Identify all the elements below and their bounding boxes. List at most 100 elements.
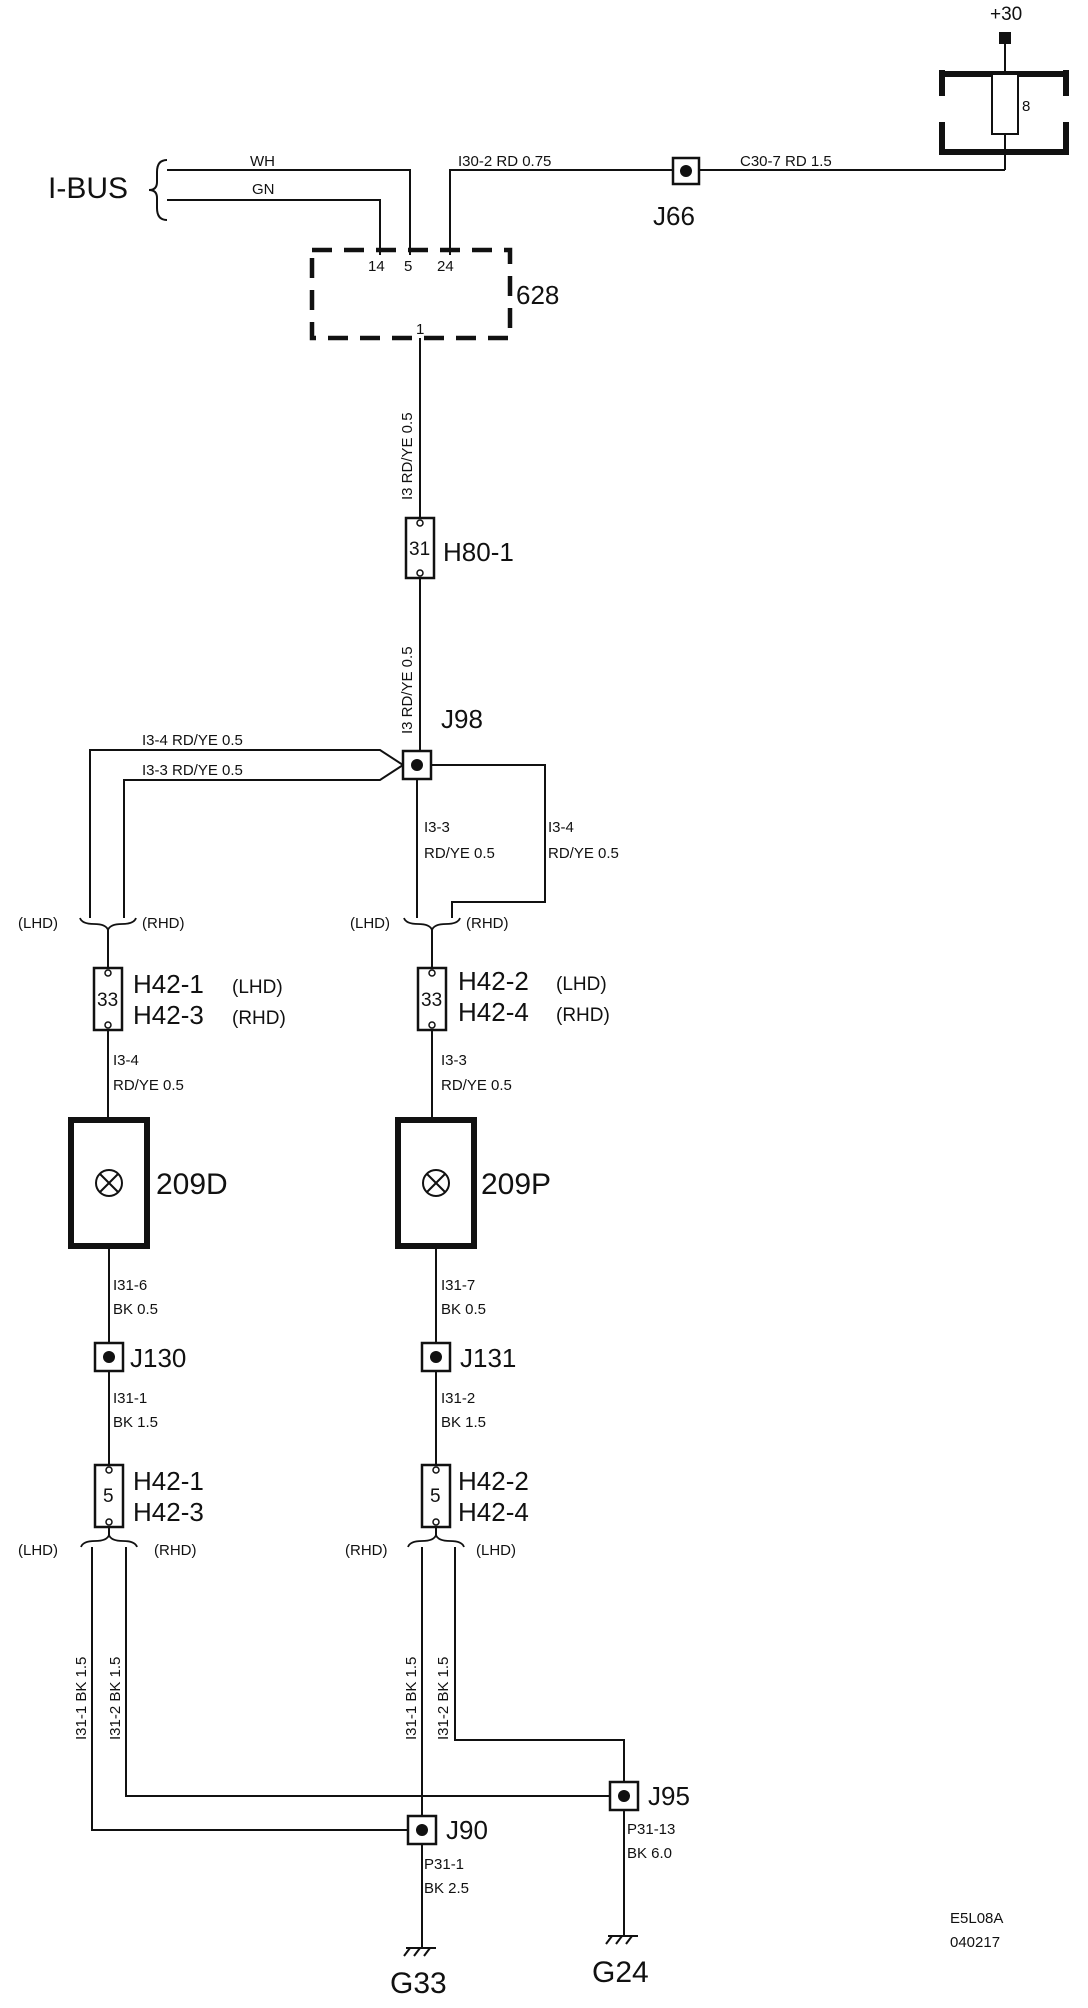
wire-c30-label: C30-7 RD 1.5 (740, 153, 832, 170)
i-bus-label: I-BUS (48, 172, 128, 205)
plus30-terminal-icon (999, 32, 1011, 44)
h42-3-tag: (RHD) (232, 1008, 286, 1029)
document-code: E5L08A (950, 1910, 1003, 1927)
fuse-number: 8 (1022, 98, 1030, 115)
h80-1-label: H80-1 (443, 537, 514, 567)
wire-i31-1-gnd-left: I31-1 BK 1.5 (73, 1657, 90, 1740)
h42-right-lower-pin: 5 (430, 1486, 441, 1507)
wire-i31-2-l2: BK 1.5 (441, 1414, 486, 1431)
module-pin-5: 5 (404, 258, 412, 275)
h42-4-tag: (RHD) (556, 1005, 610, 1026)
wire-i31-7-l1: I31-7 (441, 1277, 475, 1294)
wire-i31-6-l2: BK 0.5 (113, 1301, 158, 1318)
wire-i31-2-gnd-left: I31-2 BK 1.5 (107, 1657, 124, 1740)
wire-i3-upper-label: I3 RD/YE 0.5 (399, 412, 416, 500)
wire-i3-4-right-l1: I3-4 (548, 819, 574, 836)
wire-wh-label: WH (250, 153, 275, 170)
wire-p31-1-l2: BK 2.5 (424, 1880, 469, 1897)
left-lhd-tag: (LHD) (18, 915, 58, 932)
wire-i3-3-left: I3-3 RD/YE 0.5 (142, 762, 243, 779)
j130-label: J130 (130, 1343, 186, 1373)
lamp-bulb-icon (95, 1169, 123, 1197)
power-supply: +30 8 (939, 4, 1069, 170)
h42-2-label: H42-2 (458, 966, 529, 996)
wire-i30-label: I30-2 RD 0.75 (458, 153, 551, 170)
module-pin-1: 1 (416, 321, 424, 338)
h42-left-lower-pin: 5 (103, 1486, 114, 1507)
j95-label: J95 (648, 1781, 690, 1811)
wire-i3-4-left: I3-4 RD/YE 0.5 (142, 732, 243, 749)
wire-i31-1-l1: I31-1 (113, 1390, 147, 1407)
j66-label: J66 (653, 201, 695, 231)
right-lamp-column: 33 H42-2 (LHD) H42-4 (RHD) I3-3 RD/YE 0.… (345, 966, 610, 1559)
left-branch: I3-4 RD/YE 0.5 I3-3 RD/YE 0.5 (LHD) (RHD… (18, 732, 404, 968)
h42-2-connector-icon (416, 966, 448, 1032)
module-628-label: 628 (516, 280, 559, 310)
h42-right-pin: 33 (421, 990, 442, 1011)
wire-i3-3-lamp-l2: RD/YE 0.5 (441, 1077, 512, 1094)
ground-wiring: I31-1 BK 1.5 I31-2 BK 1.5 I31-1 BK 1.5 I… (73, 1547, 690, 2000)
fuse-8-icon (991, 73, 1019, 135)
wire-i3-3-lamp-l1: I3-3 (441, 1052, 467, 1069)
ground-g33-label: G33 (390, 1967, 447, 2000)
right-branch: I3-3 RD/YE 0.5 I3-4 RD/YE 0.5 (LHD) (RHD… (350, 764, 619, 968)
right-rhd-tag: (RHD) (466, 915, 509, 932)
module-pin-14: 14 (368, 258, 385, 275)
left-lower-rhd-tag: (RHD) (154, 1542, 197, 1559)
module-pin-24: 24 (437, 258, 454, 275)
j131-label: J131 (460, 1343, 516, 1373)
lamp-209p-label: 209P (481, 1168, 551, 1201)
lamp-bulb-icon (422, 1169, 450, 1197)
supply-wiring: I30-2 RD 0.75 J66 C30-7 RD 1.5 (449, 153, 1005, 255)
wire-i31-2-l1: I31-2 (441, 1390, 475, 1407)
h42-2-lower-label: H42-2 (458, 1466, 529, 1496)
h42-1-tag: (LHD) (232, 977, 283, 998)
left-rhd-tag: (RHD) (142, 915, 185, 932)
module-628-box (309, 247, 513, 341)
wire-i31-1-gnd-right: I31-1 BK 1.5 (403, 1657, 420, 1740)
right-lhd-tag: (LHD) (350, 915, 390, 932)
ground-g24-label: G24 (592, 1956, 649, 1989)
wire-i3-3-right-l1: I3-3 (424, 819, 450, 836)
right-lower-rhd-tag: (RHD) (345, 1542, 388, 1559)
module-628: 14 5 24 1 628 (309, 247, 559, 341)
right-option-brace-icon (403, 917, 461, 933)
lamp-209d-label: 209D (156, 1168, 228, 1201)
h42-1-label: H42-1 (133, 969, 204, 999)
wire-p31-13-l1: P31-13 (627, 1821, 675, 1838)
j90-label: J90 (446, 1815, 488, 1845)
wire-i31-1-l2: BK 1.5 (113, 1414, 158, 1431)
wire-i3-4-lamp-l1: I3-4 (113, 1052, 139, 1069)
i-bus-brace-icon (148, 159, 168, 221)
wire-i3-4-lamp-l2: RD/YE 0.5 (113, 1077, 184, 1094)
i-bus: I-BUS WH GN (48, 153, 411, 255)
h42-3-label: H42-3 (133, 1000, 204, 1030)
j98-label: J98 (441, 704, 483, 734)
h42-4-lower-label: H42-4 (458, 1497, 529, 1527)
left-lamp-column: 33 H42-1 (LHD) H42-3 (RHD) I3-4 RD/YE 0.… (18, 966, 286, 1559)
h42-left-pin: 33 (97, 990, 118, 1011)
main-feed: I3 RD/YE 0.5 31 H80-1 I3 RD/YE 0.5 J98 (399, 338, 514, 781)
left-lower-lhd-tag: (LHD) (18, 1542, 58, 1559)
h42-2-tag: (LHD) (556, 974, 607, 995)
wire-p31-13-l2: BK 6.0 (627, 1845, 672, 1862)
h80-1-connector-icon (404, 516, 436, 580)
wire-i31-6-l1: I31-6 (113, 1277, 147, 1294)
plus30-label: +30 (990, 4, 1022, 25)
right-lower-brace-icon (407, 1532, 465, 1548)
ground-g33-icon (403, 1947, 436, 1957)
wire-i31-7-l2: BK 0.5 (441, 1301, 486, 1318)
ground-g24-icon (605, 1935, 638, 1945)
right-lower-lhd-tag: (LHD) (476, 1542, 516, 1559)
h42-1-lower-label: H42-1 (133, 1466, 204, 1496)
j66-junction-icon (671, 156, 701, 186)
wire-gn-label: GN (252, 181, 275, 198)
left-option-brace-icon (79, 917, 137, 933)
wire-i3-3-right-l2: RD/YE 0.5 (424, 845, 495, 862)
wire-p31-1-l1: P31-1 (424, 1856, 464, 1873)
wire-i3-lower-label: I3 RD/YE 0.5 (399, 646, 416, 734)
h42-3-lower-label: H42-3 (133, 1497, 204, 1527)
h80-1-pin: 31 (409, 539, 430, 560)
h42-4-label: H42-4 (458, 997, 529, 1027)
